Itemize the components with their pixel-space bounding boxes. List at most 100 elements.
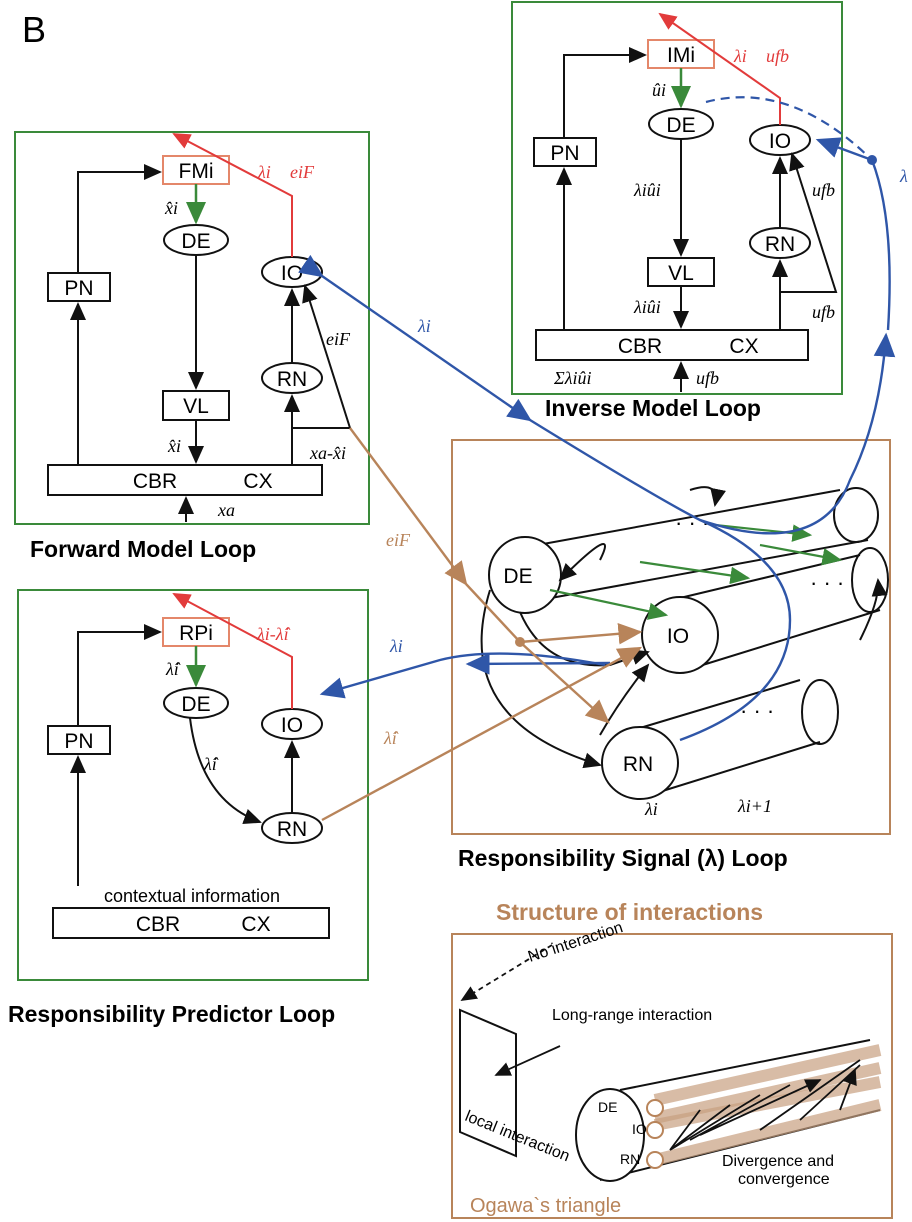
fwd-cx-label: CX [243,470,272,493]
fmi-label: FMi [179,160,214,183]
pred-arrow-de-rn [189,717,262,824]
inv-lambda-u-label-1: λiûi [633,180,661,200]
inv-arrow-pn-im [563,47,647,138]
divergence-label-line1: Divergence and [722,1153,834,1170]
resp-de-label: DE [503,565,532,588]
pred-cbr-cx-box [52,907,330,939]
forward-model-loop: FMi DE PN IO RN VL CBR CX λi eiF x̂i x̂i… [14,131,370,562]
predictor-loop-title: Responsibility Predictor Loop [8,1001,335,1027]
inv-lambda-label: λi [733,46,747,66]
inv-arrow-io-ufb [658,12,781,125]
resp-rn-label: RN [623,753,653,776]
resp-green-1 [549,588,669,620]
pred-arrow-pn-rp [77,624,162,726]
resp-loop-rn-io [599,663,650,736]
blue-lambda-predictor [319,652,606,699]
bundle-de-dot [646,1099,664,1117]
blue-junction [867,155,877,165]
brown-ef-to-de [349,427,468,586]
interactions-frame [451,933,893,1219]
predictor-loop-frame [17,589,369,981]
ogawa-triangle-label: Ogawa`s triangle [470,1195,621,1217]
resp-loop-far [859,578,888,641]
divergence-label-line2: convergence [738,1171,830,1188]
fwd-xhat-label-1: x̂i [164,198,178,218]
panel-letter: B [22,9,46,50]
resp-loop-de-rn [480,589,602,769]
blue-lambda-inverse-top [870,159,891,331]
pred-arrow-io-diff [172,593,293,709]
inv-lambda-u-label-2: λiûi [633,297,661,317]
fwd-arrow-io-error [172,133,293,257]
inverse-loop-frame [511,1,843,395]
convergence-arrows [759,1060,860,1131]
blue-lambda-label-1: λi [417,316,431,336]
inverse-model-loop: IMi DE PN IO RN VL CBR CX λi ufb ûi λiûi… [511,1,908,421]
connectors: λi λi λ̂i eiF [298,137,896,822]
de-row-far-end [833,487,879,543]
inv-ufb-label-1: ufb [812,180,835,200]
inv-rn-label: RN [765,233,795,256]
pred-context-label: contextual information [104,886,280,906]
blue-lambda-predictor-head [465,653,611,675]
inv-sum-label: Σλiûi [553,368,592,388]
io-row-far-end [851,547,889,613]
fwd-pn-label: PN [64,277,93,300]
brown-lambda-hat [321,646,643,822]
inv-arrow-ufb-io [780,152,838,293]
resp-loop-top [689,486,726,507]
inv-pn-label: PN [550,142,579,165]
fwd-arrow-diff-io [292,284,352,429]
bundle-io-dot [646,1121,664,1139]
pred-de-node [163,687,229,719]
blue-lambda-inverse-up [699,332,896,535]
inv-uhat-label: ûi [652,80,666,100]
rn-row-dots: · · · [740,698,774,723]
blue-lambda-forward [298,254,532,422]
rn-row-end [601,726,679,800]
fwd-e-side-label: eiF [326,329,351,349]
rn-row-body [639,679,821,799]
pred-cbr-label: CBR [136,913,180,936]
inv-cbr-cx-box [535,329,809,361]
no-interaction-label: No interaction [526,919,625,966]
imi-label: IMi [667,44,695,67]
rn-row-far-end [801,679,839,745]
responsibility-loop-frame [451,439,891,835]
forward-loop-title: Forward Model Loop [30,536,256,562]
divergence-arrows [669,1080,820,1151]
resp-green-4 [759,543,843,566]
pred-io-label: IO [281,714,303,737]
pred-pn-label: PN [64,730,93,753]
fwd-cbr-label: CBR [133,470,177,493]
fwd-vl-label: VL [183,395,209,418]
predictor-loop: RPi DE PN IO RN CBR CX contextual inform… [8,589,369,1027]
fwd-arrow-pn-fm [77,164,162,273]
brown-lambda-hat-label: λ̂i [383,728,399,748]
resp-green-2 [639,560,751,585]
fwd-xa-label: xa [217,500,235,520]
resp-loop-io-de [558,543,606,582]
fwd-xhat-label-2: x̂i [167,436,181,456]
inv-ufb-in-label: ufb [696,368,719,388]
inv-dashed-lambda [705,96,873,161]
long-range-arrow [494,1045,561,1076]
fwd-rn-label: RN [277,368,307,391]
inv-cbr-label: CBR [618,335,662,358]
inv-io-label: IO [769,130,791,153]
brown-ef-to-io [519,623,643,645]
bundle-rn-label: RN [620,1151,640,1167]
pred-cx-label: CX [241,913,270,936]
blue-lambda-label-2: λi [389,636,403,656]
resp-lambda-i-label: λi [644,799,658,819]
rpi-label: RPi [179,622,213,645]
inv-ufb-label-2: ufb [812,302,835,322]
bundle-de-label: DE [598,1099,617,1115]
resp-green-3 [714,523,813,542]
pred-rn-label: RN [277,818,307,841]
de-row-body [509,489,869,601]
responsibility-loop-title: Responsibility Signal (λ) Loop [458,845,788,871]
inv-de-label: DE [666,114,695,137]
